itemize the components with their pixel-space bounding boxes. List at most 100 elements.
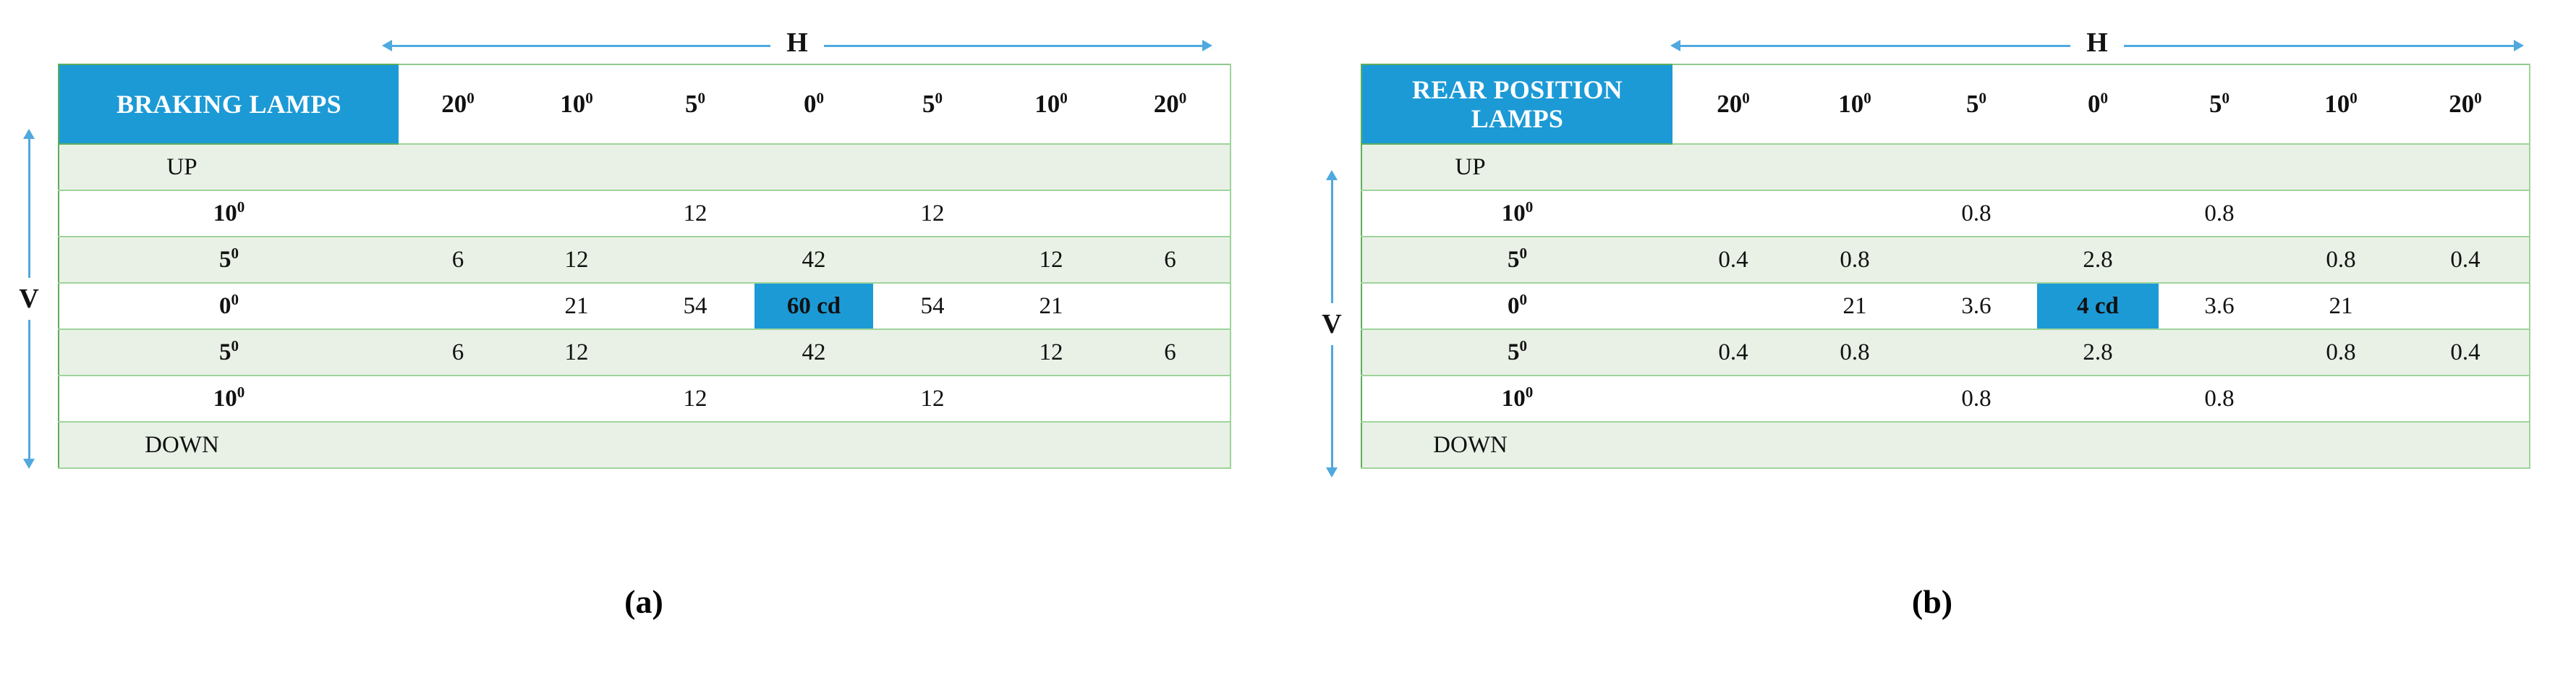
column-header-angle: 200 [1672,64,1794,145]
data-cell: 0.4 [2402,328,2530,376]
data-cell: 0.8 [2159,375,2280,423]
data-cell [399,375,517,423]
data-cell [1794,421,1916,469]
data-cell [1916,421,2037,469]
data-cell [1794,190,1916,237]
row-label-5: 50 [1361,236,1672,284]
data-cell [1110,190,1231,237]
table-title-cell: BRAKING LAMPS [58,64,399,145]
data-cell: 12 [992,328,1110,376]
data-cell: 12 [992,236,1110,284]
column-header-angle: 50 [636,64,754,145]
data-cell [2402,282,2530,330]
data-cell: 0.8 [2159,190,2280,237]
data-cell [636,328,754,376]
data-cell: 21 [1794,282,1916,330]
data-cell [2402,375,2530,423]
column-header-angle: 200 [2402,64,2530,145]
data-cell [2280,375,2402,423]
table-row: DOWN [1361,421,2530,469]
data-cell [754,421,873,469]
data-cell: 0.8 [1794,236,1916,284]
data-cell: 6 [399,236,517,284]
v-axis-label: V [19,284,39,314]
data-cell: 42 [754,236,873,284]
h-arrow-head-right-icon [2514,40,2524,51]
data-cell: 12 [873,375,992,423]
panel-caption-a: (a) [624,583,663,620]
data-cell [873,421,992,469]
data-cell [873,143,992,191]
row-label-10: 100 [58,190,399,237]
h-axis-arrow-b: H [1670,29,2524,58]
column-header-angle: 100 [992,64,1110,145]
v-axis-line-top [1330,180,1333,303]
row-label-5: 50 [58,236,399,284]
v-arrow-head-up-icon [1326,170,1338,180]
column-header-angle: 50 [1916,64,2037,145]
data-cell [754,190,873,237]
row-label-10: 100 [1361,375,1672,423]
data-cell [399,282,517,330]
data-cell: 3.6 [1916,282,2037,330]
data-cell: 12 [517,328,636,376]
row-label-10: 100 [58,375,399,423]
column-header-angle: 100 [2280,64,2402,145]
data-cell [2037,190,2159,237]
h-axis-line-left [1680,44,2071,47]
data-cell [1916,328,2037,376]
h-axis-label: H [2086,27,2108,58]
row-label-5: 50 [58,328,399,376]
data-cell: 0.8 [1794,328,1916,376]
column-header-angle: 00 [754,64,873,145]
data-cell: 4 cd [2037,282,2159,330]
data-cell: 21 [2280,282,2402,330]
data-cell [2280,421,2402,469]
data-cell: 54 [636,282,754,330]
data-cell [873,236,992,284]
row-label-0: 00 [1361,282,1672,330]
data-cell [754,143,873,191]
data-cell: 6 [399,328,517,376]
data-cell: 0.8 [2280,236,2402,284]
data-cell: 54 [873,282,992,330]
v-axis-line-bottom [27,320,30,459]
row-label-up: UP [58,143,399,191]
data-cell [517,375,636,423]
data-cell: 2.8 [2037,236,2159,284]
v-axis-arrow-a: V [14,129,43,469]
data-cell [517,421,636,469]
data-cell [636,421,754,469]
table-row: DOWN [58,421,1231,469]
data-cell [2402,190,2530,237]
data-cell: 0.8 [1916,190,2037,237]
data-cell [992,190,1110,237]
data-cell: 2.8 [2037,328,2159,376]
data-cell [2402,143,2530,191]
data-cell [1672,421,1794,469]
data-cell: 42 [754,328,873,376]
data-cell [1794,375,1916,423]
h-axis-line-right [2123,44,2514,47]
data-cell [2402,421,2530,469]
column-header-angle: 50 [873,64,992,145]
data-cell [873,328,992,376]
v-arrow-head-down-icon [1326,467,1338,478]
h-axis-line-right [823,44,1202,47]
data-cell: 12 [517,236,636,284]
data-cell: 0.8 [2280,328,2402,376]
row-label-0: 00 [58,282,399,330]
